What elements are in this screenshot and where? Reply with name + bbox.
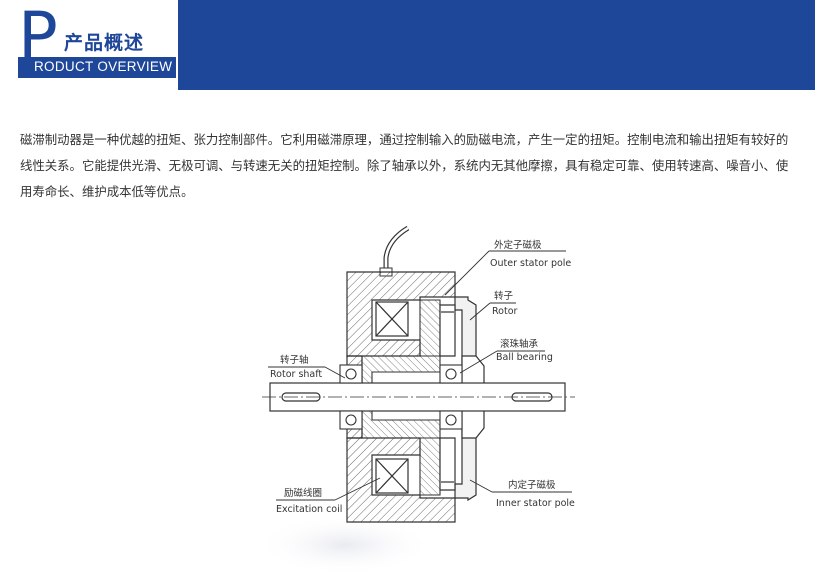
label-shaft-cn: 转子轴: [280, 354, 309, 366]
inner-stator: [361, 299, 441, 496]
label-bearing-en: Ball bearing: [496, 352, 553, 363]
label-shaft-en: Rotor shaft: [270, 369, 322, 380]
label-rotor-en: Rotor: [492, 306, 518, 317]
label-outer-stator-cn: 外定子磁极: [494, 239, 542, 251]
floor-reflection: [255, 515, 435, 572]
ball-bearings: [339, 364, 463, 430]
label-inner-stator-en: Inner stator pole: [496, 498, 575, 509]
header-blue-bar: [178, 0, 815, 90]
section-title-en: RODUCT OVERVIEW: [34, 59, 173, 74]
label-coil-en: Excitation coil: [276, 504, 342, 515]
label-bearing-cn: 滚珠轴承: [500, 338, 539, 350]
section-title-cn: 产品概述: [64, 32, 145, 54]
excitation-coils: [375, 301, 409, 494]
rotor-shaft: [262, 382, 575, 412]
label-inner-stator-cn: 内定子磁极: [508, 479, 556, 491]
section-title-en-bar: [18, 57, 176, 78]
section-title-block: P 产品概述 RODUCT OVERVIEW: [0, 0, 178, 90]
page-header: P 产品概述 RODUCT OVERVIEW: [0, 0, 815, 90]
label-rotor-cn: 转子: [494, 290, 514, 302]
label-outer-stator-en: Outer stator pole: [490, 258, 571, 269]
label-coil-cn: 励磁线圈: [284, 487, 322, 499]
product-description: 磁滞制动器是一种优越的扭矩、张力控制部件。它利用磁滞原理，通过控制输入的励磁电流…: [20, 132, 789, 199]
leader-lines: [268, 250, 572, 501]
